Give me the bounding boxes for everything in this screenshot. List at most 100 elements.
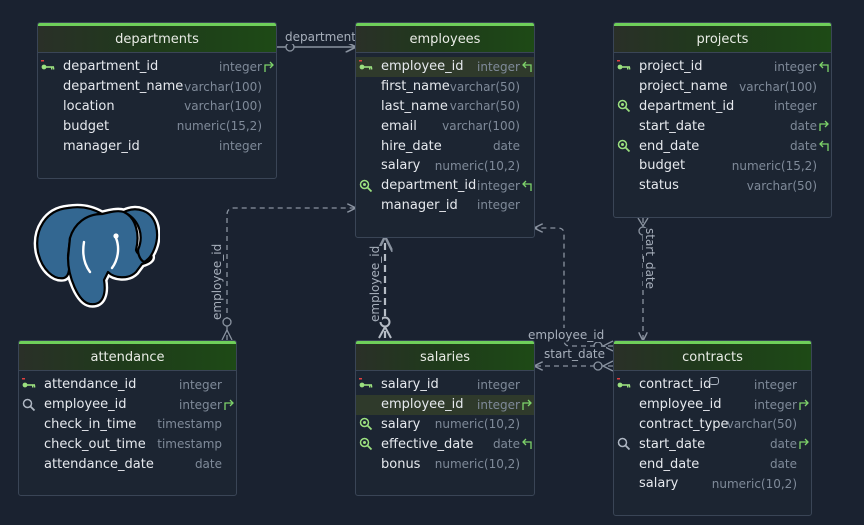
column-name: employee_id (381, 397, 464, 413)
relation-label-attendance-employee-id: employee_id (210, 243, 224, 320)
column-name: start_date (639, 436, 706, 452)
column-type: numeric(15,2) (731, 158, 817, 173)
reference-in-icon (818, 140, 830, 152)
column-type: numeric(10,2) (434, 417, 520, 432)
column-name: department_id (63, 59, 159, 75)
column-type: varchar(50) (449, 79, 520, 94)
reference-in-icon (818, 61, 830, 73)
index-icon (358, 178, 374, 194)
column-name: salary (381, 416, 421, 432)
column-type: date (769, 437, 797, 452)
column-type: integer (774, 99, 817, 114)
column-name: salary_id (381, 377, 439, 393)
index-icon (616, 98, 632, 114)
column-type: varchar(50) (746, 178, 817, 193)
column-type: integer (477, 377, 520, 392)
column-row[interactable]: salary_id integer (356, 375, 534, 395)
column-row[interactable]: start_date date (614, 116, 831, 136)
column-type: integer (754, 397, 797, 412)
relation-label-salaries-employee-id: employee_id (368, 245, 382, 322)
relation-att-emp[interactable] (221, 208, 355, 341)
column-type: varchar(100) (184, 79, 262, 94)
column-name: department_id (381, 178, 477, 194)
column-type: date (769, 457, 797, 472)
table-header[interactable]: attendance (19, 341, 236, 371)
table-header[interactable]: salaries (356, 341, 534, 371)
column-type: date (789, 119, 817, 134)
relation-label-projects-start-date: start_date (643, 228, 657, 290)
column-name: attendance_id (44, 377, 137, 393)
reference-in-icon (521, 61, 533, 73)
column-type: date (194, 457, 222, 472)
primary-key-icon (616, 377, 632, 393)
relation-dept-emp[interactable] (277, 43, 355, 51)
search-icon (21, 397, 37, 413)
column-name: employee_id (44, 397, 127, 413)
column-name: start_date (639, 118, 706, 134)
column-name: last_name (381, 98, 448, 114)
column-row[interactable]: salary numeric(10,2) (356, 415, 534, 435)
column-row[interactable]: start_date date (614, 434, 811, 454)
relation-label-contracts-employee-id: employee_id (527, 328, 606, 342)
table-header[interactable]: contracts (614, 341, 811, 371)
column-name: contract_id (639, 377, 712, 393)
column-name: hire_date (381, 138, 442, 154)
column-type: integer (477, 178, 520, 193)
index-icon (358, 436, 374, 452)
column-name: check_out_time (44, 436, 146, 452)
table-header[interactable]: employees (356, 23, 534, 53)
postgresql-elephant-icon (32, 202, 161, 314)
column-type: integer (774, 59, 817, 74)
relation-label-department: department (284, 30, 357, 44)
relation-con-sal[interactable] (535, 360, 614, 372)
table-header[interactable]: projects (614, 23, 831, 53)
column-type: varchar(50) (449, 99, 520, 114)
column-name: effective_date (381, 436, 474, 452)
reference-in-icon (521, 438, 533, 450)
table-header[interactable]: departments (38, 23, 276, 53)
reference-out-icon (798, 438, 810, 450)
